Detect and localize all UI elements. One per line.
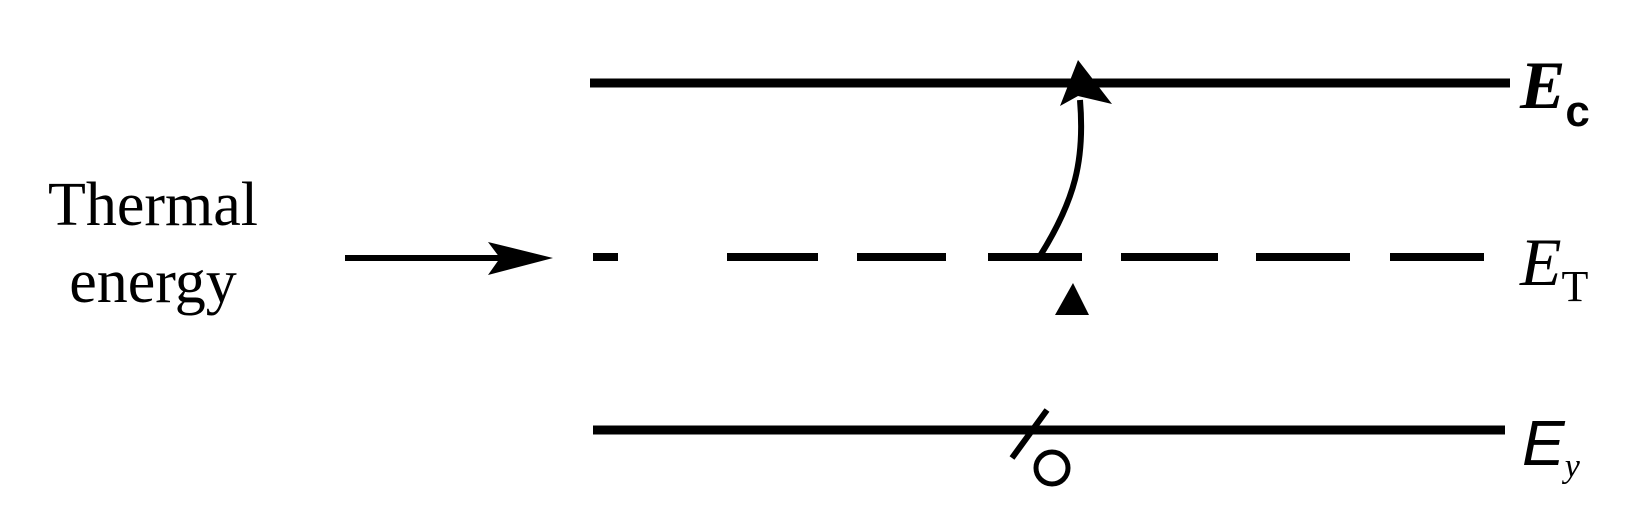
thermal-energy-label-line1: Thermal <box>48 171 258 239</box>
excitation-arrow <box>1037 60 1112 258</box>
valence-band-label: Ey <box>1522 407 1581 485</box>
hole-symbol <box>1009 408 1071 487</box>
hole-capture-arrowhead <box>1055 283 1089 315</box>
thermal-energy-label-line2: energy <box>69 248 237 316</box>
trap-level-label: ET <box>1519 224 1589 311</box>
thermal-energy-arrow <box>345 242 553 275</box>
conduction-band-label: Ec <box>1519 47 1590 136</box>
